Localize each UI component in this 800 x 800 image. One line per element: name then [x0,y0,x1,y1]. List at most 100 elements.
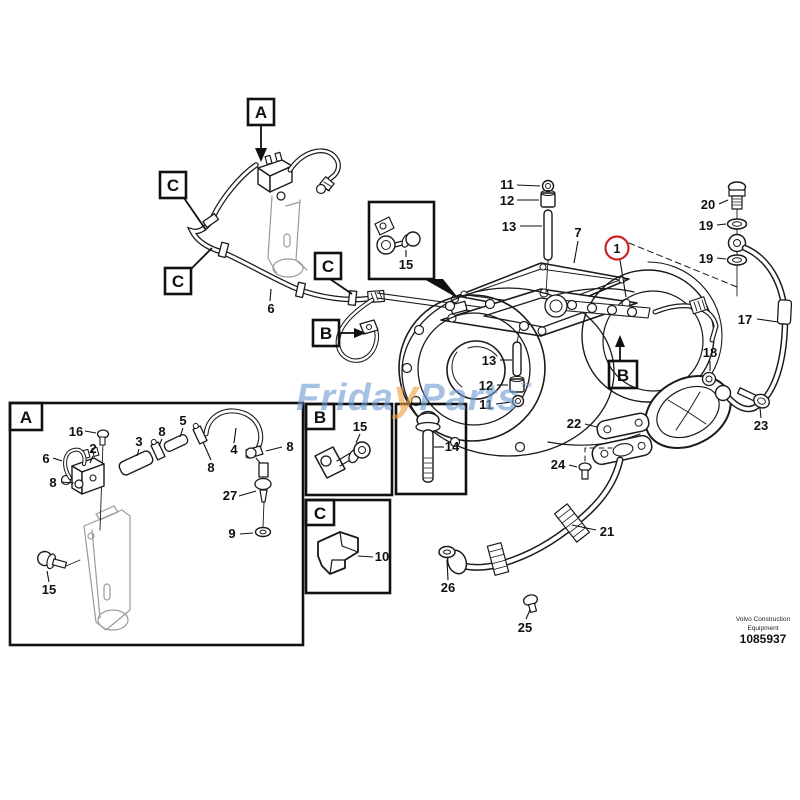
oil-drain-assembly [438,412,653,614]
part-label-15: 15 [353,419,367,434]
arrow-head [255,148,267,162]
banjo-fitting-lower [714,384,732,402]
flange-bolts [401,298,530,453]
vacuum-hose-6 [186,162,385,307]
part-label-18: 18 [703,345,717,360]
part-label-2: 2 [89,441,96,456]
ref-box-c1 [158,170,188,200]
hose-clip [294,281,307,299]
part-label-1: 1 [614,242,621,256]
ref-letter-c: C [314,504,326,523]
inset-box-14: 14 [394,402,468,496]
part-label-15: 15 [42,582,56,597]
ref-box-c2 [163,266,193,296]
part-label-7: 7 [574,225,581,240]
part-label-25: 25 [518,620,532,635]
bolt-25 [522,594,539,614]
part-label-13: 13 [482,353,496,368]
oil-supply-assembly [701,181,793,413]
part-label-11: 11 [479,397,493,412]
wastegate-actuator [544,294,719,343]
part-label-24: 24 [551,457,566,472]
part-label-10: 10 [375,549,389,564]
part-label-8: 8 [207,460,214,475]
part-label-11: 11 [500,177,514,192]
callout-tail [424,279,459,299]
gasket-and-plate [440,262,638,337]
banjo-fitting [727,233,747,253]
ref-letter-b: B [617,366,629,385]
part-label-9: 9 [228,526,235,541]
washer-19 [726,218,748,230]
watermark-fridayparts: FridayParts™ [296,371,533,420]
red-highlight-circle [604,235,630,261]
part-label-19: 19 [699,251,713,266]
bolt-24 [578,462,592,480]
part-label-17: 17 [738,312,752,327]
stud-stack-bottom [509,327,525,408]
part-label-27: 27 [223,488,237,503]
ref-letter-a: A [255,103,267,122]
part-label-22: 22 [567,416,581,431]
washer-18 [701,371,717,387]
part-label-4: 4 [230,442,238,457]
drain-flange-gasket [596,412,650,440]
ref-letter-c: C [167,176,179,195]
ref-letter-b: B [320,324,332,343]
callout-bubble-15: 15 [367,200,459,299]
inset-box-c: C 10 [304,498,392,595]
part-label-12: 12 [500,193,514,208]
part-label-19: 19 [699,218,713,233]
hose-clip [217,241,230,259]
watermark-parts: Parts [419,377,519,419]
part-label-14: 14 [445,439,460,454]
watermark-tm: ™ [519,380,533,395]
stud-stack-top [540,179,556,294]
part-label-20: 20 [701,197,715,212]
washer-19 [726,254,748,266]
part-label-21: 21 [600,524,614,539]
footer-company-line2: Equipment [747,625,778,632]
part-label-5: 5 [179,413,186,428]
braided-section [554,503,590,543]
watermark-frida: Frida [296,377,394,419]
washer-26 [438,545,456,559]
ref-letter-b: B [314,408,326,427]
braided-section [486,542,510,576]
part-label-12: 12 [479,378,493,393]
inset-box-b: B 15 [304,402,394,497]
ref-letter-boxes: A C C C B B [158,97,639,390]
arrow-head [354,328,366,338]
banjo-bolt-20 [727,181,747,210]
part-label-26: 26 [441,580,455,595]
vacuum-valve-assembly [257,148,341,278]
bolt-15-inset [37,550,68,570]
part-label-16: 16 [69,424,83,439]
part-label-8: 8 [286,439,293,454]
part-label-8: 8 [158,424,165,439]
inset-box-a: A [8,401,305,647]
hose-clip [202,213,220,229]
drain-flange [591,434,653,466]
highlight-part-1: 1 [604,235,738,298]
ref-box-b-turbo [607,359,639,390]
footer-company-line1: Volvo Construction [736,616,791,623]
mounting-bracket-ghost [267,195,308,278]
part-label-15: 15 [399,257,413,272]
ref-letter-c: C [172,272,184,291]
hose-clip [347,290,358,307]
footer-doc-number: 1085937 [740,632,787,646]
part-label-8: 8 [49,475,56,490]
watermark-y: y [392,371,421,420]
part-label-6: 6 [267,301,274,316]
arrow-head [615,335,625,347]
main-callouts: 11 12 13 7 20 19 19 17 18 23 6 13 12 11 … [267,177,779,635]
loop-hose-bracket [335,297,380,363]
ref-box-c3 [313,251,343,281]
part-label-23: 23 [754,418,768,433]
part-label-3: 3 [135,434,142,449]
footer-block: Volvo Construction Equipment 1085937 [736,616,791,646]
bracket-ghost [83,505,131,631]
